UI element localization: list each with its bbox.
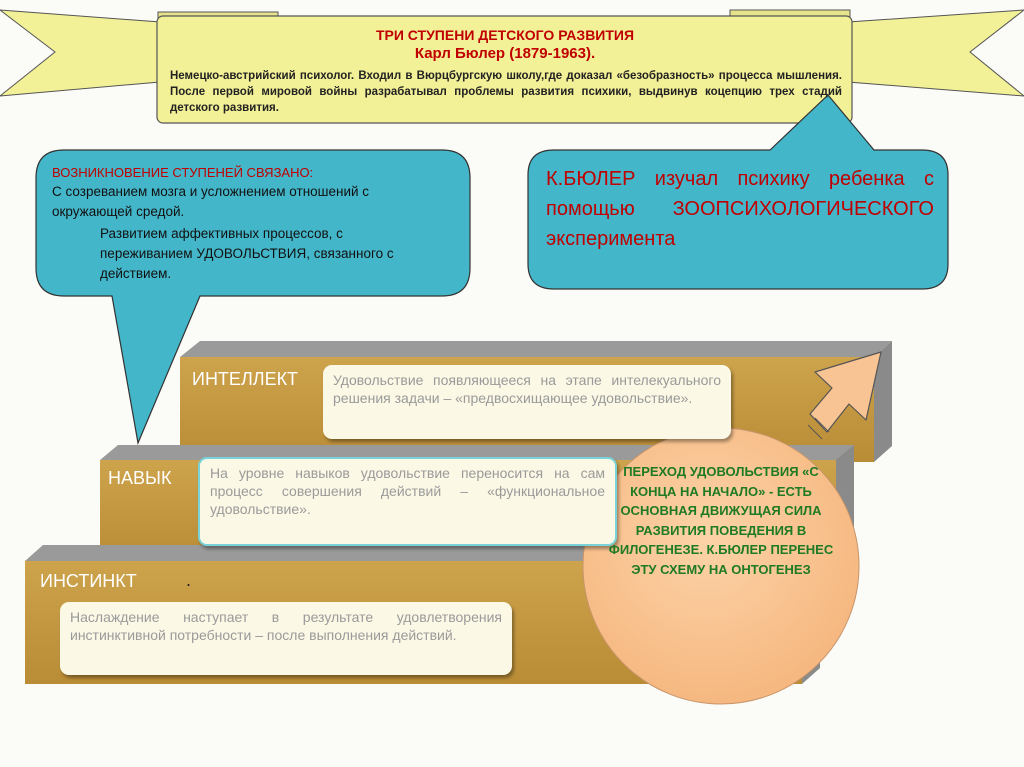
step-intellect-top	[180, 341, 892, 357]
right-speech-bubble	[527, 94, 949, 290]
right-bubble-shape	[527, 94, 949, 290]
left-bubble-heading: ВОЗНИКНОВЕНИЕ СТУПЕНЕЙ СВЯЗАНО:	[52, 165, 314, 180]
left-bubble-text-maturation: С созреванием мозга и усложнением отноше…	[52, 184, 370, 219]
step-label-intellect: ИНТЕЛЛЕКТ	[192, 369, 299, 389]
circle-text: ПЕРЕХОД УДОВОЛЬСТВИЯ «С КОНЦА НА НАЧАЛО»…	[608, 464, 834, 577]
banner-title: ТРИ СТУПЕНИ ДЕТСКОГО РАЗВИТИЯ	[375, 27, 635, 43]
title-banner	[0, 9, 1024, 124]
ribbon-right-tail	[847, 9, 1024, 97]
banner-subtitle: Карл Бюлер (1879-1963).	[414, 45, 596, 62]
up-arrow-icon	[807, 351, 882, 440]
left-bubble-shape	[35, 149, 471, 446]
step-box-skill: На уровне навыков удовольствие переносит…	[198, 457, 617, 546]
step-box-intellect: Удовольствие появляющееся на этапе интел…	[323, 365, 731, 439]
left-bubble-text-affective: Развитием аффективных процессов, с переж…	[100, 226, 394, 281]
step-label-skill: НАВЫК	[108, 468, 172, 488]
ribbon-left-tail	[0, 9, 161, 97]
step-intellect-side	[874, 341, 892, 462]
step-label-dot: .	[186, 570, 192, 590]
right-bubble-text: К.БЮЛЕР изучал психику ребенка с помощью…	[546, 168, 934, 250]
banner-description: Немецко-австрийский психолог. Входил в В…	[170, 70, 842, 114]
step-box-instinct: Наслаждение наступает в результате удовл…	[60, 602, 512, 675]
left-speech-bubble	[35, 149, 471, 446]
ribbon-main	[156, 15, 853, 124]
step-label-instinct: ИНСТИНКТ	[40, 571, 137, 591]
